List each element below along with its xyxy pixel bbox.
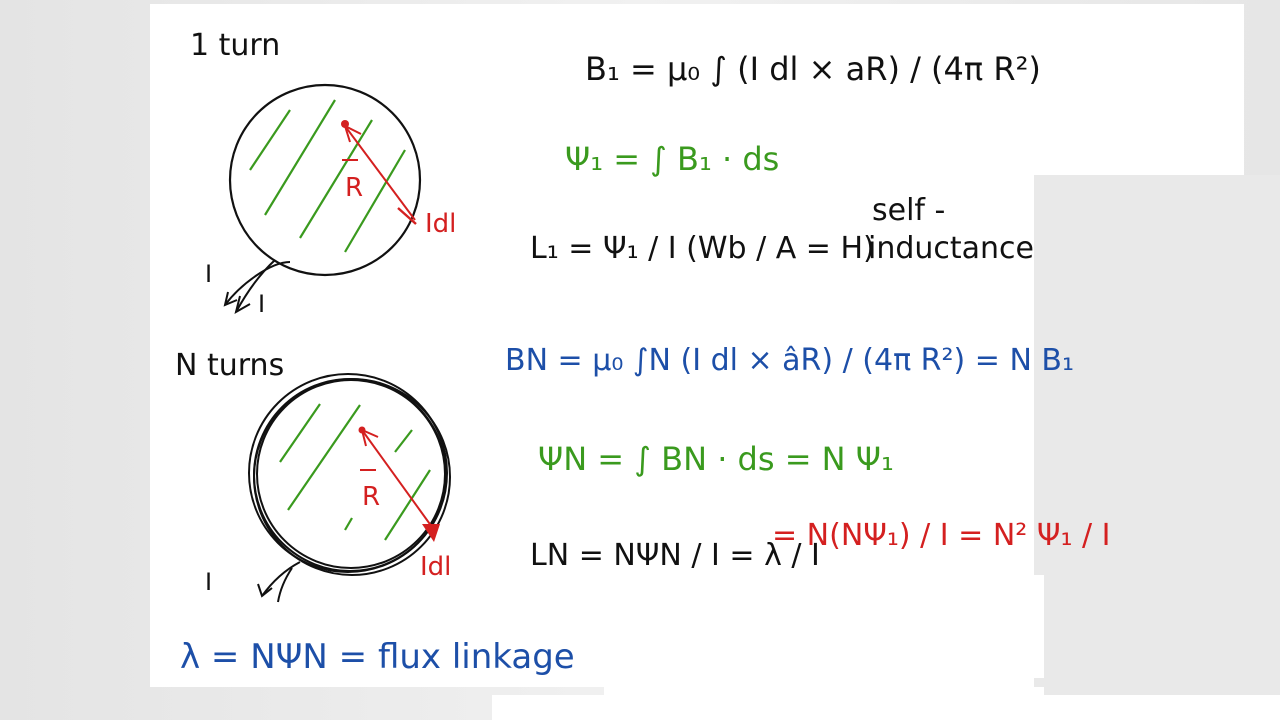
r-arrowhead [360, 428, 379, 447]
idl-label: Idl [420, 552, 451, 582]
eq-psin: ΨN = ∫ BN · ds = N Ψ₁ [538, 440, 894, 478]
eq-ln-black: LN = NΨN / I = λ / I [530, 538, 820, 573]
one-turn-title: 1 turn [190, 28, 280, 63]
current-label: I [205, 568, 212, 596]
eq-bn: BN = μ₀ ∫N (I dl × âR) / (4π R²) = N B₁ [505, 343, 1074, 378]
idl-arrowhead [422, 524, 440, 542]
eq-b1: B₁ = μ₀ ∫ (I dl × aR) / (4π R²) [585, 50, 1041, 88]
idl-vector [397, 207, 417, 225]
whiteboard-bottom [492, 695, 1280, 720]
idl-label: Idl [425, 209, 456, 239]
loop-circle [228, 83, 422, 277]
flux-hatching [279, 403, 431, 541]
r-label: R [345, 173, 363, 203]
r-arrowhead [343, 124, 362, 143]
lead-wires [223, 259, 291, 315]
background-block [1034, 175, 1280, 720]
r-vector [361, 429, 433, 528]
eq-l1: L₁ = Ψ₁ / I (Wb / A = H) [530, 231, 875, 266]
one-turn-diagram: 1 turn R Idl I I [190, 28, 456, 318]
eq-flux-linkage: λ = NΨN = flux linkage [180, 637, 575, 677]
self-inductance-line1: self - [872, 193, 945, 228]
lead-wires [257, 561, 301, 603]
equations: B₁ = μ₀ ∫ (I dl × aR) / (4π R²) Ψ₁ = ∫ B… [180, 50, 1111, 677]
whiteboard-strip [1034, 575, 1044, 678]
flux-hatching [249, 99, 406, 253]
coil-circles [248, 373, 451, 576]
current-out-label: I [258, 290, 265, 318]
self-inductance-line2: inductance [868, 231, 1034, 266]
r-label: R [362, 482, 380, 512]
eq-psi1: Ψ₁ = ∫ B₁ · ds [565, 140, 779, 178]
eq-ln-red: = N(NΨ₁) / I = N² Ψ₁ / I [772, 518, 1111, 553]
n-turns-title: N turns [175, 348, 284, 383]
current-in-label: I [205, 260, 212, 288]
n-turns-diagram: N turns R Idl I [175, 348, 451, 603]
r-vector [344, 125, 416, 221]
whiteboard-strip [604, 687, 1044, 695]
